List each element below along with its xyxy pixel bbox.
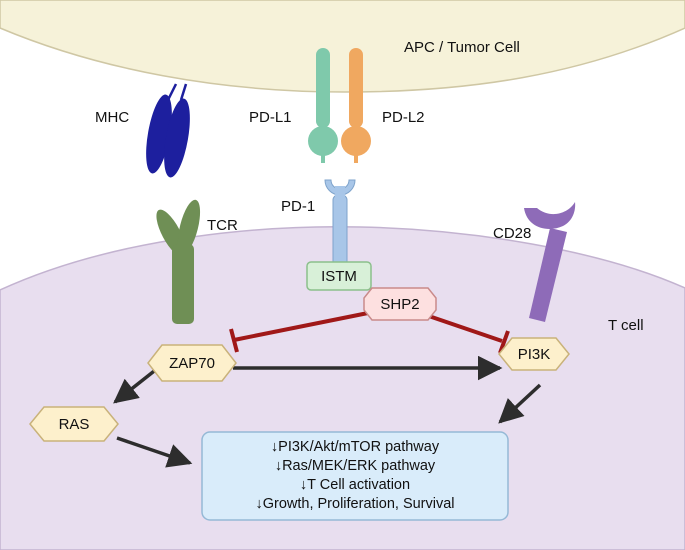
outcome-box bbox=[201, 431, 509, 521]
mhc-molecule bbox=[146, 83, 190, 178]
t-cell-membrane bbox=[0, 226, 685, 550]
outcome-list: ↓PI3K/Akt/mTOR pathway ↓Ras/MEK/ERK path… bbox=[202, 432, 508, 520]
istm-label: ISTM bbox=[321, 268, 357, 285]
shp2-label: SHP2 bbox=[380, 296, 420, 313]
shp2-box bbox=[363, 287, 437, 321]
tcr-receptor bbox=[156, 199, 201, 324]
apc-label: APC / Tumor Cell bbox=[404, 39, 520, 56]
pi3k-label: PI3K bbox=[517, 346, 551, 363]
pd-l2-molecule bbox=[341, 48, 371, 163]
pd-l1-label: PD-L1 bbox=[249, 109, 292, 126]
ras-to-outcome-arrow bbox=[116, 436, 193, 468]
ras-hexagon bbox=[29, 406, 119, 442]
zap70-to-ras-arrow bbox=[113, 366, 160, 404]
cd28-label: CD28 bbox=[493, 225, 532, 242]
outcome-item: ↓Growth, Proliferation, Survival bbox=[255, 496, 455, 512]
shp2-inhibits-pi3k bbox=[419, 311, 510, 354]
apc-membrane bbox=[0, 0, 685, 93]
pd-1-receptor bbox=[324, 179, 356, 268]
pd-1-label: PD-1 bbox=[281, 198, 316, 215]
t-cell-label: T cell bbox=[608, 317, 644, 334]
istm-box bbox=[306, 261, 372, 291]
ras-label: RAS bbox=[58, 416, 90, 433]
outcome-item: ↓Ras/MEK/ERK pathway bbox=[274, 458, 436, 474]
outcome-item: ↓T Cell activation bbox=[299, 477, 411, 493]
pi3k-to-outcome-arrow bbox=[498, 383, 542, 424]
mhc-label: MHC bbox=[95, 109, 130, 126]
zap70-hexagon bbox=[147, 344, 237, 382]
shp2-inhibits-zap70 bbox=[229, 311, 369, 353]
cd28-receptor bbox=[524, 202, 576, 322]
pd-l1-molecule bbox=[308, 48, 338, 163]
tcr-label: TCR bbox=[207, 217, 238, 234]
outcome-item: ↓PI3K/Akt/mTOR pathway bbox=[270, 439, 440, 455]
pi3k-hexagon bbox=[498, 337, 570, 371]
pd-l2-label: PD-L2 bbox=[382, 109, 425, 126]
zap70-label: ZAP70 bbox=[169, 355, 215, 372]
